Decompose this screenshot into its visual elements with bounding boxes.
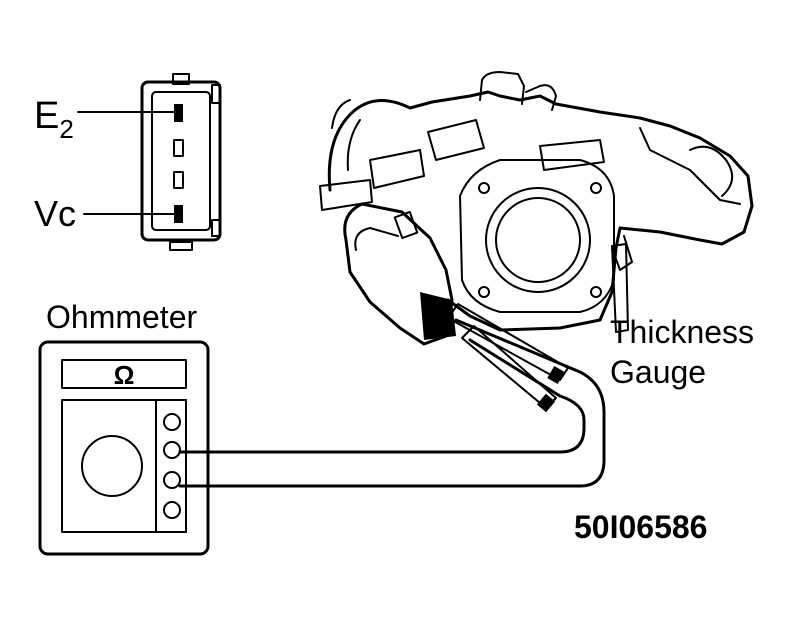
ohmmeter-display	[61, 359, 187, 389]
ohmmeter-dial	[81, 435, 143, 497]
connector-drawing	[77, 73, 222, 251]
ohmmeter-jack-3	[163, 471, 181, 489]
test-leads	[178, 303, 606, 488]
thickness-gauge-label-line1: Thickness	[610, 314, 754, 350]
ohmmeter-jack-4	[163, 501, 181, 519]
connector-pin-vc	[174, 205, 183, 223]
connector-pin-3	[173, 171, 184, 189]
connector-pin-2	[173, 139, 184, 157]
thickness-gauge-blade	[611, 243, 629, 333]
thickness-gauge-label-line2: Gauge	[610, 354, 706, 390]
ohmmeter-jack-1	[163, 413, 181, 431]
connector-pin-e2	[174, 104, 183, 122]
throttle-body-drawing	[319, 71, 754, 346]
ohmmeter-device	[38, 340, 210, 556]
vc-label: Vc	[34, 193, 76, 234]
ohmmeter-title: Ohmmeter	[46, 299, 197, 335]
ohmmeter-jack-2	[163, 441, 181, 459]
ohm-symbol: Ω	[114, 360, 135, 390]
e2-label: E2	[34, 95, 74, 144]
figure-code: 50I06586	[574, 509, 707, 545]
throttle-position-sensor	[343, 202, 454, 346]
